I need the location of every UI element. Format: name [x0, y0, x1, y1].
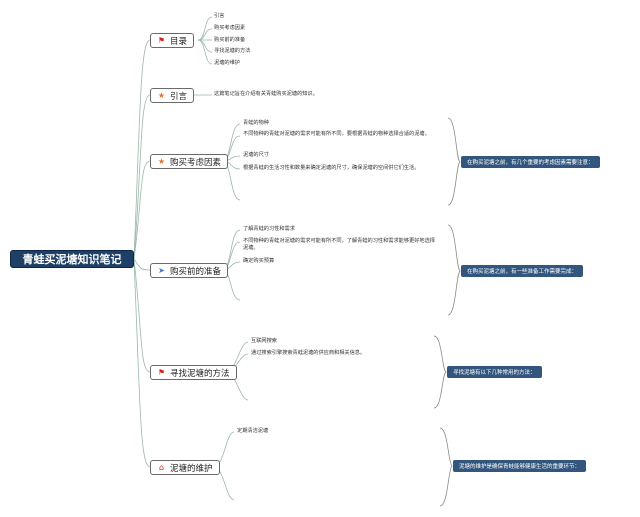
- toc-leaf-considerations[interactable]: 购买考虑因素: [214, 25, 246, 31]
- star-icon: ★: [157, 91, 166, 100]
- branch-toc[interactable]: ⚑ 目录: [150, 33, 195, 48]
- toc-leaf-methods[interactable]: 寻找泥塘的方法: [214, 48, 251, 54]
- methods-leaf-internet[interactable]: 互联网搜索: [251, 338, 277, 344]
- branch-intro[interactable]: ★ 引言: [150, 88, 195, 103]
- preparation-leaf-habits-detail[interactable]: 不同物种的青蛙对泥塘的需求可能有所不同，了解青蛙的习性和需求能够更好地选择泥塘。: [243, 238, 435, 251]
- toc-leaf-maintenance[interactable]: 泥塘的维护: [214, 60, 240, 66]
- flag-icon: ⚑: [157, 36, 166, 45]
- branch-considerations[interactable]: ★ 购买考虑因素: [150, 154, 229, 169]
- toc-leaf-preparation[interactable]: 购买前的准备: [214, 37, 246, 43]
- house-icon: ⌂: [158, 463, 165, 472]
- branch-methods[interactable]: ⚑ 寻找泥塘的方法: [150, 365, 237, 380]
- branch-considerations-label: 购买考虑因素: [170, 157, 222, 168]
- paper-plane-icon: ➤: [158, 266, 165, 275]
- root-topic[interactable]: 青蛙买泥塘知识笔记: [10, 250, 134, 268]
- preparation-leaf-budget[interactable]: 确定购买预算: [243, 258, 275, 264]
- root-topic-label: 青蛙买泥塘知识笔记: [22, 253, 122, 266]
- considerations-leaf-size-detail[interactable]: 根据青蛙的生活习性和数量来确定泥塘的尺寸，确保泥塘的空间供它们生活。: [243, 165, 420, 171]
- preparation-summary[interactable]: 在购买泥塘之前，有一些准备工作需要完成：: [461, 265, 584, 277]
- flag-icon: ⚑: [157, 368, 166, 377]
- branch-intro-label: 引言: [170, 91, 188, 102]
- branch-preparation[interactable]: ➤ 购买前的准备: [150, 263, 229, 278]
- toc-leaf-intro[interactable]: 引言: [214, 13, 225, 19]
- branch-maintenance-label: 泥塘的维护: [170, 463, 213, 474]
- branch-preparation-label: 购买前的准备: [170, 266, 222, 277]
- maintenance-summary[interactable]: 泥塘的维护是确保青蛙能够健康生活的重要环节：: [453, 460, 587, 472]
- considerations-leaf-size[interactable]: 泥塘的尺寸: [243, 152, 269, 158]
- preparation-leaf-habits[interactable]: 了解青蛙的习性和需求: [243, 226, 295, 232]
- star-icon: ★: [157, 157, 166, 166]
- methods-leaf-internet-detail[interactable]: 通过搜索引擎搜索青蛙泥塘的供应商和相关信息。: [251, 350, 366, 356]
- methods-summary[interactable]: 寻找泥塘有以下几种常用的方法：: [447, 366, 542, 378]
- considerations-leaf-species[interactable]: 青蛙的物种: [243, 120, 269, 126]
- considerations-leaf-species-detail[interactable]: 不同物种的青蛙对泥塘的需求可能有所不同，要根据青蛙的物种选择合适的泥塘。: [243, 131, 430, 137]
- intro-leaf[interactable]: 这篇笔记旨在介绍有关青蛙购买泥塘的知识。: [214, 91, 318, 97]
- maintenance-leaf-cleaning[interactable]: 定期清洁泥塘: [237, 428, 269, 434]
- considerations-summary[interactable]: 在购买泥塘之前，有几个重要的考虑因素需要注意：: [461, 156, 600, 168]
- branch-maintenance[interactable]: ⌂ 泥塘的维护: [150, 460, 220, 475]
- branch-methods-label: 寻找泥塘的方法: [170, 368, 230, 379]
- branch-toc-label: 目录: [170, 36, 188, 47]
